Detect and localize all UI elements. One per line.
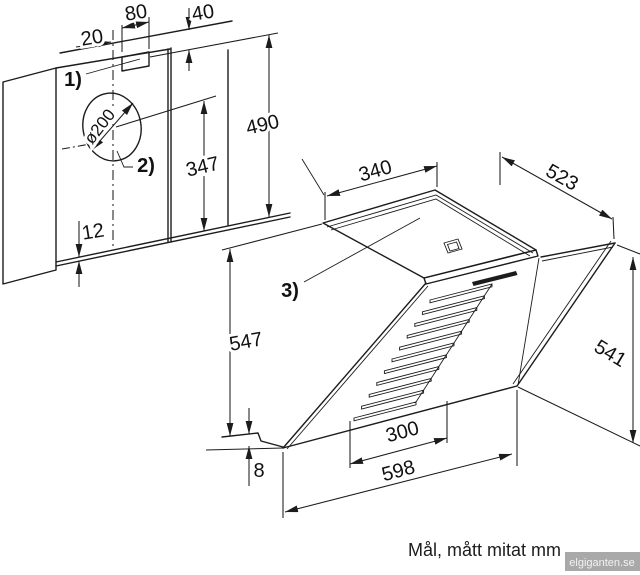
hood-isometric-view: 340 523 541 547 8 300 598 3) [205, 152, 640, 518]
grease-filter-slats [353, 283, 493, 422]
caption-text: Mål, mått mitat mm [408, 540, 561, 560]
dim-rear-height: 541 [590, 336, 630, 372]
callout-bracket: 1) [64, 69, 82, 91]
hood-top-extension-line [149, 32, 279, 58]
dim-total-height: 490 [244, 111, 281, 140]
hood-callout-leader [303, 217, 421, 283]
hood-top-plate-rim [326, 194, 534, 257]
duct-diameter-arrow [91, 102, 134, 151]
watermark-background [565, 552, 640, 571]
filter-area-right-border [415, 283, 493, 403]
glass-panel-right-edge [516, 242, 616, 387]
dim-line-80 [121, 21, 150, 29]
bracket-callout-leader [85, 58, 141, 75]
callout-duct: 2) [137, 155, 155, 177]
dim-front-height: 547 [228, 328, 265, 355]
dim-line-20 [75, 40, 112, 48]
watermark: elgiganten.se [565, 552, 640, 571]
hood-side-edge [517, 257, 540, 386]
control-switch [443, 238, 463, 254]
dim-547-top-extension [221, 223, 323, 251]
glass-panel-top-edge [540, 242, 616, 258]
glass-panel-right-inner [512, 240, 612, 385]
template-bottom-edges [55, 212, 291, 267]
dim-filter-area-width: 300 [383, 417, 421, 447]
dim-glass-edge-offset: 8 [253, 460, 264, 482]
glass-panel-left-inner [286, 285, 429, 450]
glass-panel-left-edge [282, 282, 427, 449]
duct-callout-leader [116, 150, 133, 168]
callout-hood: 3) [281, 280, 299, 302]
dim-line-340 [326, 165, 438, 197]
bracket-outline [121, 51, 150, 72]
bottom-step-lower-extension [205, 447, 284, 451]
duct-center-extension-line [115, 95, 217, 128]
template-top-line [59, 20, 233, 54]
dim-523-extensions [499, 152, 615, 240]
duct-horizontal-center-line [61, 142, 97, 150]
template-panel-right-edge [167, 47, 172, 243]
wall-corner-line [301, 158, 325, 196]
dim-line-598 [284, 453, 513, 513]
dim-total-depth: 523 [542, 160, 582, 195]
glass-panel-bottom-edge [282, 385, 518, 449]
dim-bracket-side-offset: 20 [79, 25, 104, 50]
bottom-step [221, 432, 284, 448]
dim-top-plate-width: 340 [356, 156, 394, 186]
watermark-text: elgiganten.se [569, 557, 634, 569]
hood-front-band [423, 249, 539, 285]
dim-541-extensions [517, 244, 640, 447]
dim-bracket-width: 80 [123, 0, 148, 25]
glass-panel-top-inner [541, 246, 614, 262]
dim-duct-center-to-bottom: 347 [184, 153, 221, 182]
dim-total-width: 598 [379, 456, 417, 486]
dim-line-523 [501, 156, 613, 220]
vent-slot [472, 271, 518, 286]
wall-panel-left [2, 67, 57, 285]
dim-bottom-edge-strip: 12 [80, 219, 105, 244]
duct-hole-circle [82, 92, 142, 162]
dim-598-extensions [282, 390, 518, 518]
dim-top-to-bracket: 40 [190, 0, 215, 25]
